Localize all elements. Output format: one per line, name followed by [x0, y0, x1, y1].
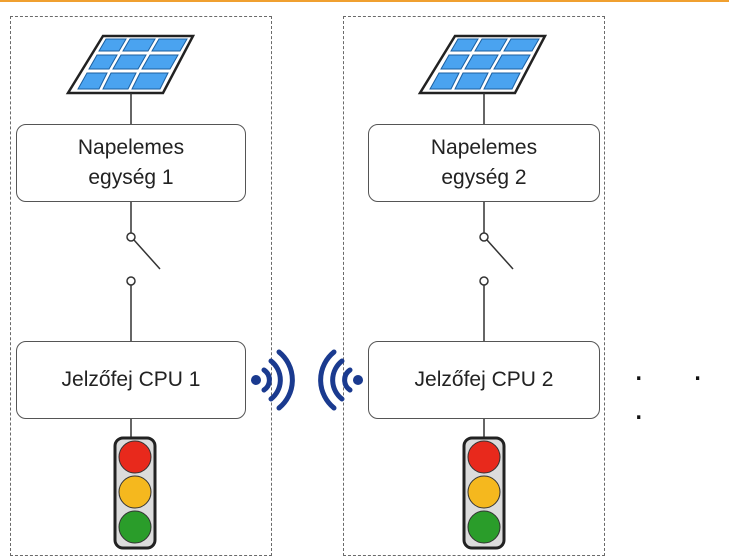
wireless-signal-2-icon [318, 349, 363, 411]
switch-2-icon [479, 202, 514, 341]
cpu-1-label: Jelzőfej CPU 1 [61, 368, 201, 391]
solar-unit-2-label-line1: Napelemes [430, 136, 538, 159]
switch-1-icon [126, 202, 161, 341]
cpu-1-box: Jelzőfej CPU 1 [16, 341, 246, 419]
solar-panel-2-icon [418, 34, 547, 95]
unit-1-frame [10, 16, 272, 556]
solar-unit-2-label-line2: egység 2 [441, 166, 527, 189]
solar-unit-1-box: Napelemes egység 1 [16, 124, 246, 202]
cpu-2-box: Jelzőfej CPU 2 [368, 341, 600, 419]
solar-unit-2-box: Napelemes egység 2 [368, 124, 600, 202]
unit-2-frame [343, 16, 605, 556]
more-units-ellipsis: . . . [634, 350, 723, 427]
solar-unit-1-label-line2: egység 1 [88, 166, 174, 189]
solar-unit-1-label-line1: Napelemes [77, 136, 185, 159]
wireless-signal-1-icon [251, 349, 295, 411]
traffic-light-1-icon [113, 436, 157, 550]
solar-panel-1-icon [66, 34, 195, 95]
traffic-light-2-icon [462, 436, 506, 550]
top-accent-line [0, 0, 729, 2]
cpu-2-label: Jelzőfej CPU 2 [414, 368, 554, 391]
